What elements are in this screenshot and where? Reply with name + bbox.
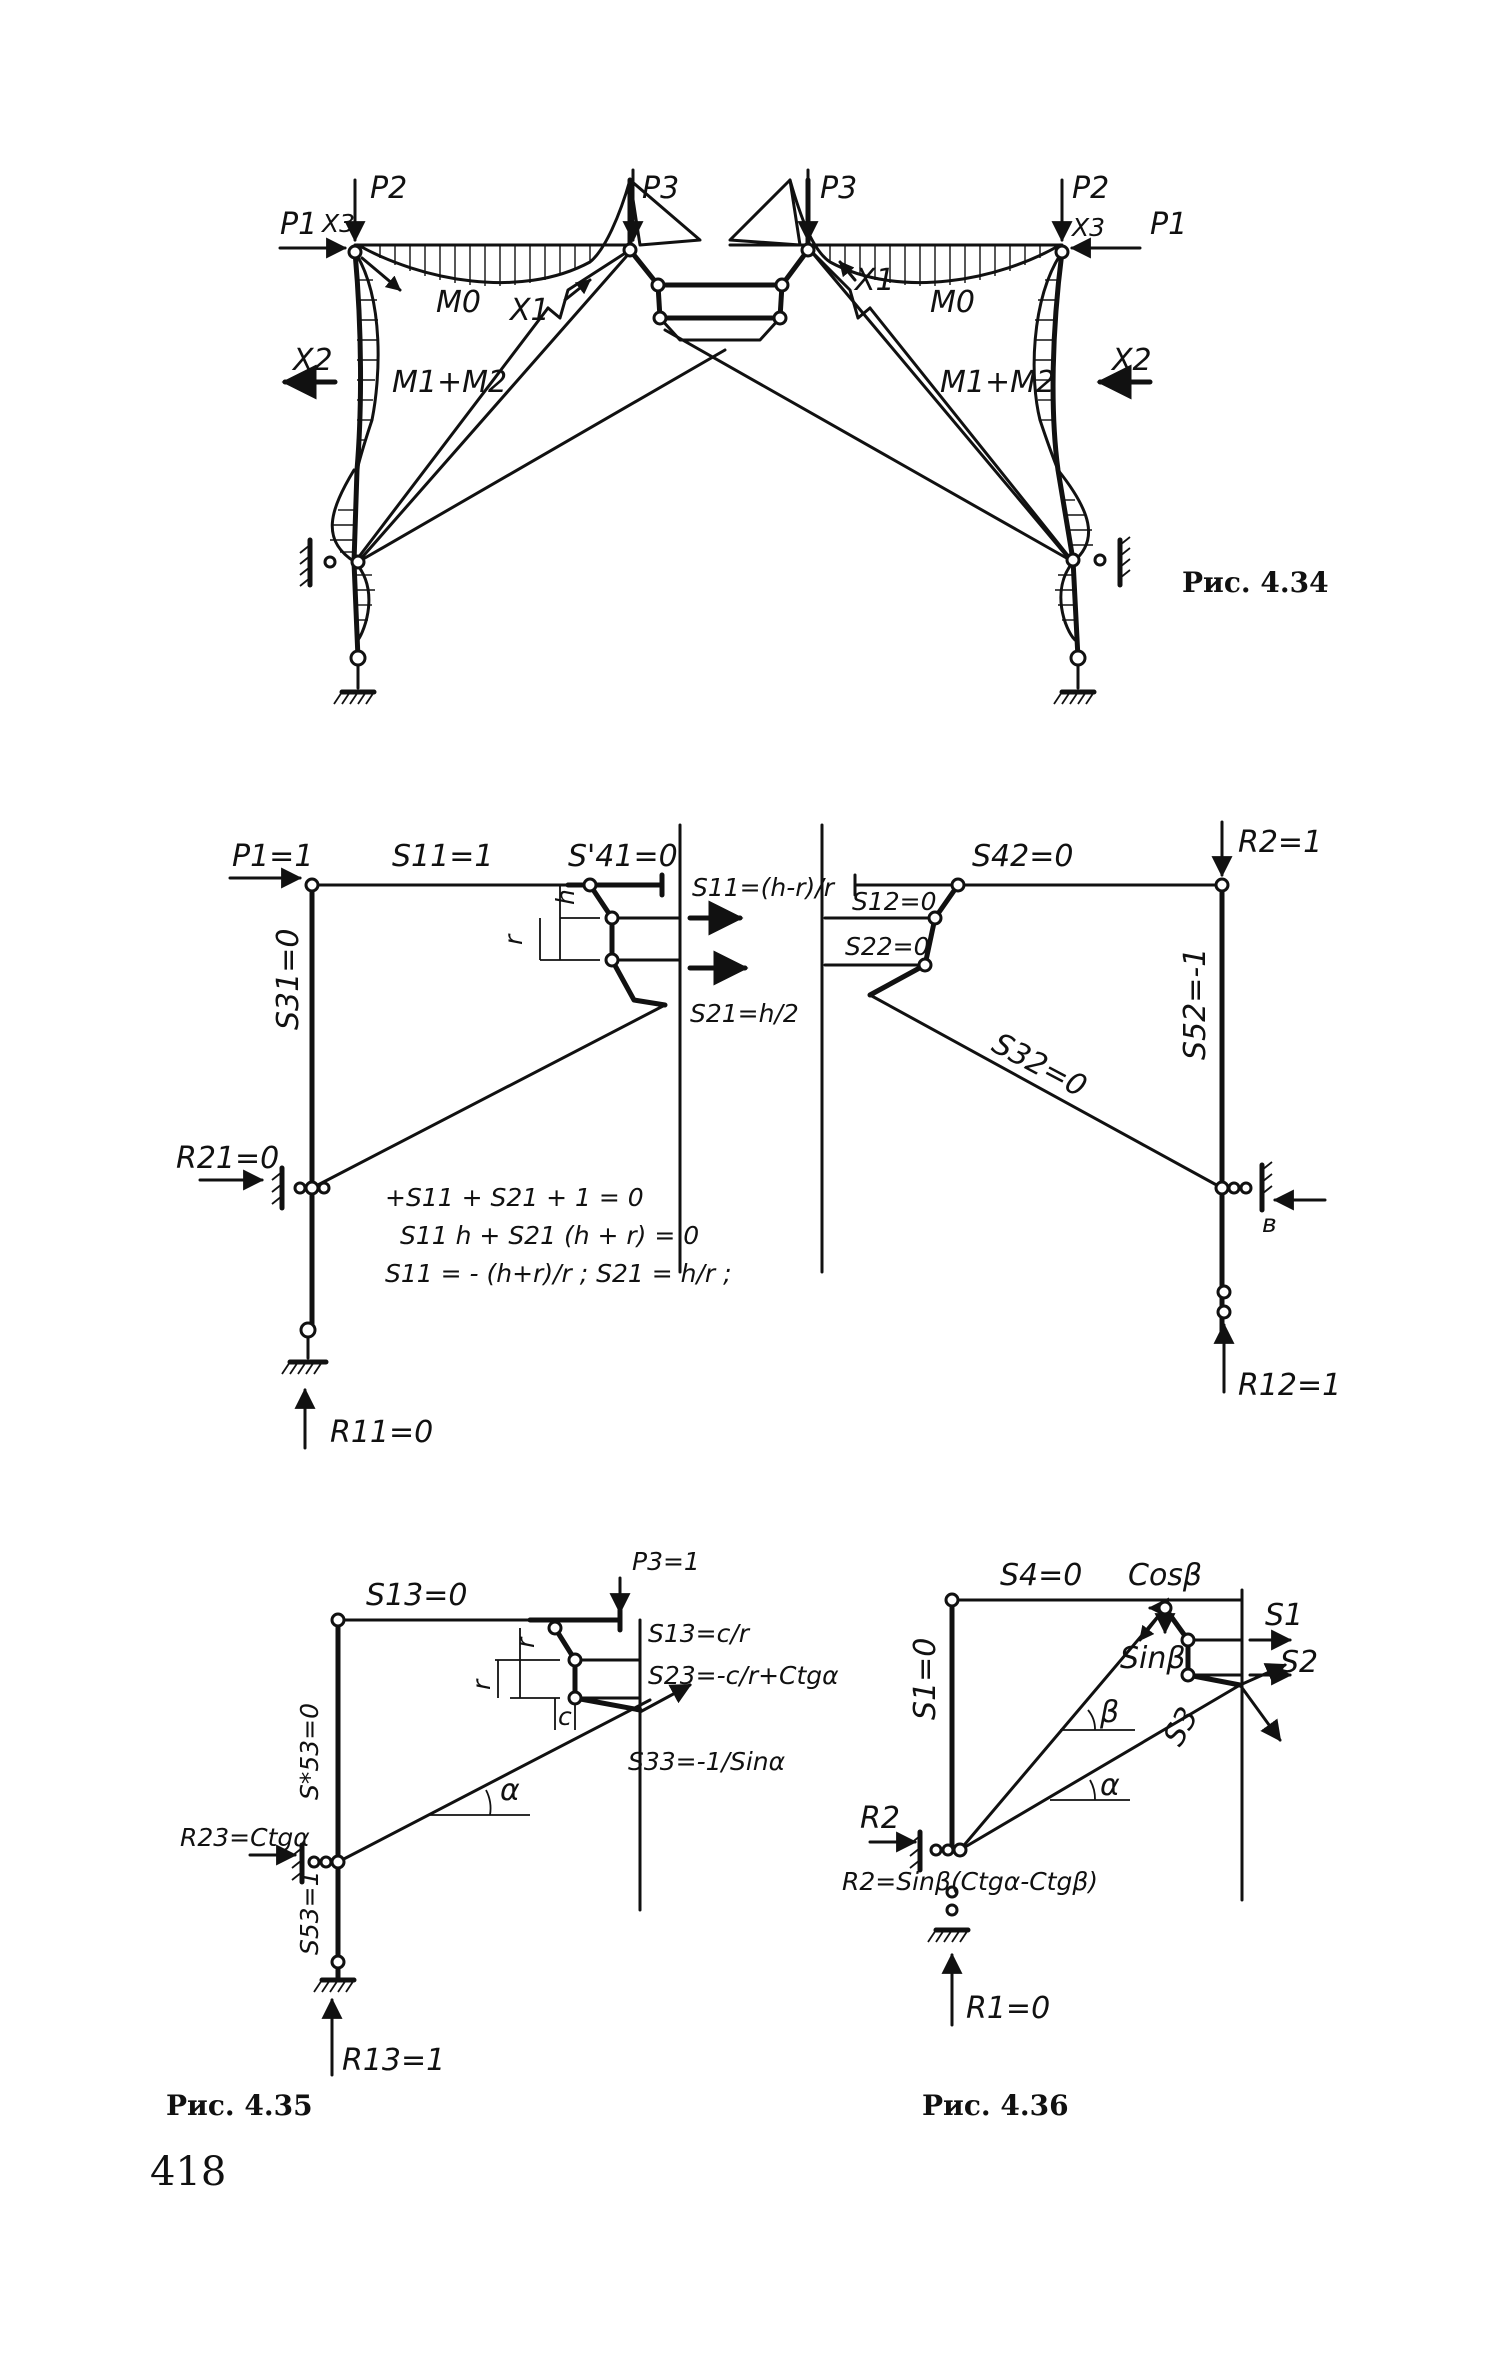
label-s4: S4=0 <box>1000 1558 1082 1593</box>
diagonal-left-short <box>356 248 634 564</box>
label-x3-left: X3 <box>320 209 355 238</box>
label-m0-right: M0 <box>930 285 975 320</box>
label-b: в <box>1262 1209 1277 1238</box>
label-x2-right: X2 <box>1110 343 1152 378</box>
moment-peak-right <box>728 178 802 247</box>
label-h: h <box>551 889 580 905</box>
equation-1: +S11 + S21 + 1 = 0 <box>385 1183 644 1212</box>
nodes-4-34 <box>323 242 1107 667</box>
label-cosb: Cosβ <box>1128 1558 1202 1593</box>
label-p2-left: P2 <box>370 171 407 206</box>
label-r11: R11=0 <box>330 1415 433 1450</box>
label-s52: S52=-1 <box>1178 948 1213 1060</box>
label-r1: R1=0 <box>966 1991 1050 2026</box>
label-s11-eq: S11=(h-r)/r <box>692 873 836 902</box>
label-s53: S53=1 <box>295 1870 324 1955</box>
mid-right-diagonal <box>868 993 1224 1190</box>
mid-left-chord <box>587 882 668 1008</box>
mid-right-chord <box>867 882 961 998</box>
label-r2: R2=1 <box>1238 825 1322 860</box>
equation-3: S11 = - (h+r)/r ; S21 = h/r ; <box>385 1259 732 1288</box>
label-s1bar: S1 <box>1265 1598 1303 1633</box>
f436-chord <box>1162 1605 1243 1688</box>
label-c: c <box>558 1702 572 1731</box>
force-arrows-4-34 <box>278 168 1153 400</box>
label-x1-left: X1 <box>508 293 550 328</box>
label-r2eq: R2=Sinβ(Ctgα-Ctgβ) <box>842 1867 1098 1896</box>
label-s1-zero: S1=0 <box>908 1638 943 1720</box>
f436-strut-alpha <box>958 1683 1242 1852</box>
label-s2: S2 <box>1280 1645 1318 1680</box>
diagonal-left-long <box>356 348 727 564</box>
label-s42: S42=0 <box>972 839 1073 874</box>
label-s31: S31=0 <box>271 929 306 1030</box>
label-m1m2-right: M1+M2 <box>940 365 1055 400</box>
label-s23-eq: S23=-c/r+Ctgα <box>648 1661 839 1690</box>
right-column <box>1050 249 1081 661</box>
label-sinb: Sinβ <box>1120 1641 1186 1676</box>
f435-chord <box>552 1625 643 1713</box>
label-p3-left: P3 <box>642 171 679 206</box>
diagonal-right-short <box>808 248 1072 562</box>
label-s13: S13=0 <box>366 1578 467 1613</box>
label-f435-r2: r <box>467 1678 496 1690</box>
diagonal-right-long <box>663 328 1072 562</box>
label-r2bar: R2 <box>860 1801 900 1836</box>
label-p3-right: P3 <box>820 171 857 206</box>
label-x1-right: X1 <box>853 263 895 298</box>
figure-4-35: r r c α S13=0 P3=1 S13=c/r S23=-c/r+Ctgα… <box>166 1547 839 2122</box>
supports-4-34 <box>299 536 1131 705</box>
label-s41-prime: S'41=0 <box>568 839 678 874</box>
label-r12: R12=1 <box>1238 1368 1341 1403</box>
moment-diagram-m1m2-right <box>1032 250 1093 642</box>
label-x2-left: X2 <box>291 343 333 378</box>
label-x3-right: X3 <box>1070 213 1105 242</box>
label-alpha-436: α <box>1100 1768 1120 1803</box>
strut-left-lower <box>356 306 550 560</box>
figure-4-36: β α S4=0 Cosβ S1 S2 Sinβ S1=0 S3 R2 R2=S… <box>842 1558 1318 2122</box>
label-s12: S12=0 <box>852 887 937 916</box>
label-r23: R23=Ctgα <box>180 1823 310 1852</box>
label-s21: S21=h/2 <box>690 999 799 1028</box>
f436-strut-beta <box>958 1606 1167 1852</box>
label-s11: S11=1 <box>392 839 493 874</box>
label-p2-right: P2 <box>1072 171 1109 206</box>
label-r: r <box>499 933 528 945</box>
label-r21: R21=0 <box>176 1141 279 1176</box>
label-p1-left: P1 <box>280 207 317 242</box>
label-s32: S32=0 <box>986 1026 1092 1105</box>
moment-diagram-m0-left <box>356 178 632 286</box>
label-s53x: S*53=0 <box>295 1703 324 1800</box>
label-s22: S22=0 <box>845 932 930 961</box>
caption-4-34: Рис. 4.34 <box>1182 566 1329 599</box>
label-s33-eq: S33=-1/Sinα <box>628 1747 786 1776</box>
label-m0-left: M0 <box>436 285 481 320</box>
caption-4-36: Рис. 4.36 <box>922 2089 1069 2122</box>
label-s13-eq: S13=c/r <box>648 1619 751 1648</box>
moment-peak-left <box>628 178 702 247</box>
figure-4-34: P1 P2 X3 P3 P3 P2 X3 P1 M0 M0 X1 X1 X2 X… <box>278 168 1329 705</box>
label-f435-r1: r <box>511 1636 540 1648</box>
f435-diagonal <box>336 1698 652 1864</box>
label-p3-unit: P3=1 <box>632 1547 700 1576</box>
page-number: 418 <box>150 2149 226 2195</box>
label-r13: R13=1 <box>342 2043 445 2078</box>
label-p1-right: P1 <box>1150 207 1187 242</box>
mid-left-diagonal <box>310 1003 667 1190</box>
label-beta: β <box>1099 1695 1119 1730</box>
equation-2: S11 h + S21 (h + r) = 0 <box>400 1221 699 1250</box>
strut-left-x1 <box>546 248 632 320</box>
strut-right-lower <box>868 306 1072 560</box>
label-alpha-435: α <box>500 1773 520 1808</box>
label-m1m2-left: M1+M2 <box>392 365 507 400</box>
moment-diagram-m0-right <box>788 178 1062 286</box>
caption-4-35: Рис. 4.35 <box>166 2089 313 2122</box>
figure-middle: h r P1=1 S11=1 S'41=0 S11=(h-r)/r S31=0 … <box>176 820 1341 1450</box>
label-p1-unit: P1=1 <box>232 839 313 874</box>
